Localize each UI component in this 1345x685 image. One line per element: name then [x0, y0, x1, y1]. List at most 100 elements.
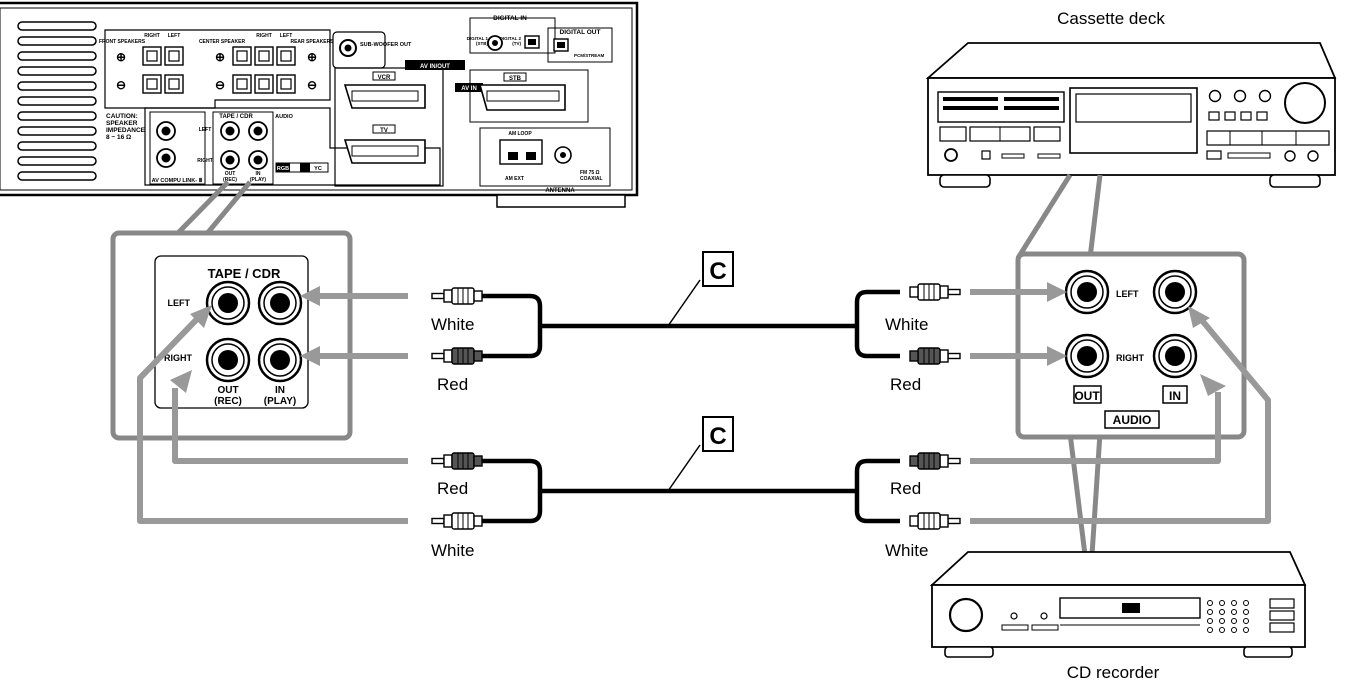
vent-slots [17, 21, 97, 181]
svg-text:IMPEDANCE: IMPEDANCE [106, 127, 146, 134]
av-in-out-label: AV IN/OUT [420, 64, 450, 70]
rear-left-label: LEFT [280, 33, 293, 39]
label-white-bl: White [431, 541, 474, 560]
digital-2-sub: (TV) [512, 41, 521, 46]
audio-small-label: AUDIO [275, 114, 293, 120]
out-right-jack [205, 337, 251, 383]
svg-text:CAUTION:: CAUTION: [106, 113, 138, 120]
svg-text:8 ~ 16 Ω: 8 ~ 16 Ω [106, 134, 131, 141]
cd-keypad [1207, 600, 1249, 633]
deck-audio-label: AUDIO [1113, 413, 1152, 427]
plug-top-left-red [431, 347, 483, 365]
am-loop-label: AM LOOP [508, 131, 532, 137]
digital-2-label: DIGITAL 2 [500, 36, 522, 41]
antenna-label: ANTENNA [545, 188, 575, 194]
deck-left-label: LEFT [1116, 289, 1139, 299]
deck-in-right-jack [1152, 333, 1198, 379]
plug-bottom-left-white [431, 512, 483, 530]
tape-left-label: LEFT [168, 298, 191, 308]
label-white-tl: White [431, 315, 474, 334]
cassette-deck-label: Cassette deck [1057, 9, 1165, 28]
front-speakers-label: FRONT SPEAKERS [99, 39, 146, 45]
tape-cdr-small-label: TAPE / CDR [219, 114, 253, 120]
av-in-label: AV IN [461, 86, 477, 92]
out-label: OUT [217, 385, 238, 396]
svg-text:⊕: ⊕ [116, 50, 126, 64]
deck-callout-lines [1015, 173, 1103, 556]
rear-right-label: RIGHT [256, 33, 272, 39]
tape-callout-lines [173, 180, 252, 238]
yc-label: YC [314, 166, 322, 172]
plug-top-right-white [909, 283, 961, 301]
plug-bottom-right-red [909, 452, 961, 470]
label-red-br: Red [890, 479, 921, 498]
label-white-tr: White [885, 315, 928, 334]
svg-text:⊖: ⊖ [215, 78, 225, 92]
in-left-jack [257, 280, 303, 326]
digital-1-label: DIGITAL 1 [467, 36, 489, 41]
out-left-jack [205, 280, 251, 326]
label-white-br: White [885, 541, 928, 560]
deck-in-label: IN [1169, 389, 1181, 403]
pcm-stream-label: PCM/STREAM [574, 53, 605, 58]
center-speaker-label: CENTER SPEAKER [199, 39, 246, 45]
in-right-jack [257, 337, 303, 383]
cable-marker-top: C [702, 251, 734, 287]
small-play-label: (PLAY) [250, 177, 267, 183]
in-label: IN [275, 385, 285, 396]
digital-out-label: DIGITAL OUT [560, 29, 601, 36]
deck-in-left-jack [1152, 269, 1198, 315]
cable-marker-bottom: C [702, 416, 734, 452]
small-in-label: IN [256, 171, 261, 177]
rec-label: (REC) [214, 396, 242, 407]
polarity-marks: ⊕ ⊖ ⊕ ⊖ ⊕ ⊖ [116, 50, 317, 92]
am-ext-label: AM EXT [505, 176, 524, 182]
digital-in-label: DIGITAL IN [493, 15, 527, 22]
digital-1-sub: (STB) [476, 41, 488, 46]
stb-label: STB [509, 76, 522, 82]
caution-text: CAUTION: SPEAKER IMPEDANCE 8 ~ 16 Ω [106, 113, 146, 141]
cd-recorder-label: CD recorder [1067, 663, 1160, 682]
cable-marker-top-label: C [709, 258, 726, 285]
fm75-label: FM 75 Ω [580, 170, 600, 176]
small-rec-label: (REC) [223, 177, 237, 183]
svg-text:SPEAKER: SPEAKER [106, 120, 138, 127]
rgb-label: RGB [277, 166, 289, 172]
deck-out-left-jack [1064, 269, 1110, 315]
tape-cdr-zoom-panel: TAPE / CDR LEFT RIGHT OUT (REC) IN (PLAY… [110, 230, 353, 441]
main-unit-rear-panel: FRONT SPEAKERS RIGHT LEFT CENTER SPEAKER… [0, 1, 639, 208]
av-compu-link-label: AV COMPU LINK- Ⅲ [152, 177, 203, 184]
audio-cables [480, 289, 900, 524]
cassette-deck: Cassette deck [925, 9, 1337, 188]
signal-arrows [137, 282, 1271, 524]
tape-right-label: RIGHT [164, 353, 193, 363]
tape-cdr-title: TAPE / CDR [208, 266, 281, 281]
cable-marker-bottom-label: C [709, 423, 726, 450]
rear-speakers-label: REAR SPEAKERS [290, 39, 334, 45]
svg-text:⊖: ⊖ [307, 78, 317, 92]
deck-zoom-panel: LEFT RIGHT OUT IN AUDIO [1015, 251, 1247, 440]
label-red-tr: Red [890, 375, 921, 394]
deck-out-right-jack [1064, 333, 1110, 379]
cable-marker-leaders [667, 279, 701, 492]
label-red-tl: Red [437, 375, 468, 394]
small-out-label: OUT [225, 171, 236, 177]
svg-text:⊕: ⊕ [215, 50, 225, 64]
front-right-label: RIGHT [144, 33, 160, 39]
play-label: (PLAY) [264, 396, 296, 407]
vcr-label: VCR [378, 75, 391, 81]
plug-top-right-red [909, 347, 961, 365]
subwoofer-out-label: SUB-WOOFER OUT [360, 42, 412, 48]
deck-out-label: OUT [1074, 389, 1100, 403]
deck-right-label: RIGHT [1116, 353, 1145, 363]
label-red-bl: Red [437, 479, 468, 498]
svg-text:⊖: ⊖ [116, 78, 126, 92]
svg-text:⊕: ⊕ [307, 50, 317, 64]
plug-bottom-left-red [431, 452, 483, 470]
plug-bottom-right-white [909, 512, 961, 530]
coaxial-label: COAXIAL [580, 176, 603, 182]
tv-label: TV [380, 128, 388, 134]
cd-recorder: CD recorder [929, 551, 1307, 682]
